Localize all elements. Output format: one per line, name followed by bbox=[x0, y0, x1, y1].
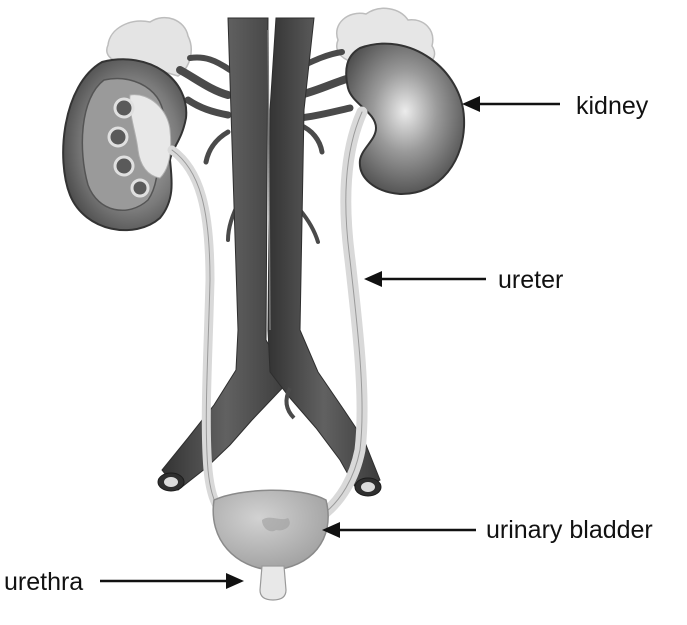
urethra bbox=[260, 566, 286, 600]
left-kidney bbox=[63, 59, 186, 230]
kidney-label: kidney bbox=[576, 94, 648, 119]
urethra-label: urethra bbox=[4, 570, 83, 595]
urinary-bladder-label: urinary bladder bbox=[486, 518, 653, 543]
ureter-label: ureter bbox=[498, 268, 563, 293]
